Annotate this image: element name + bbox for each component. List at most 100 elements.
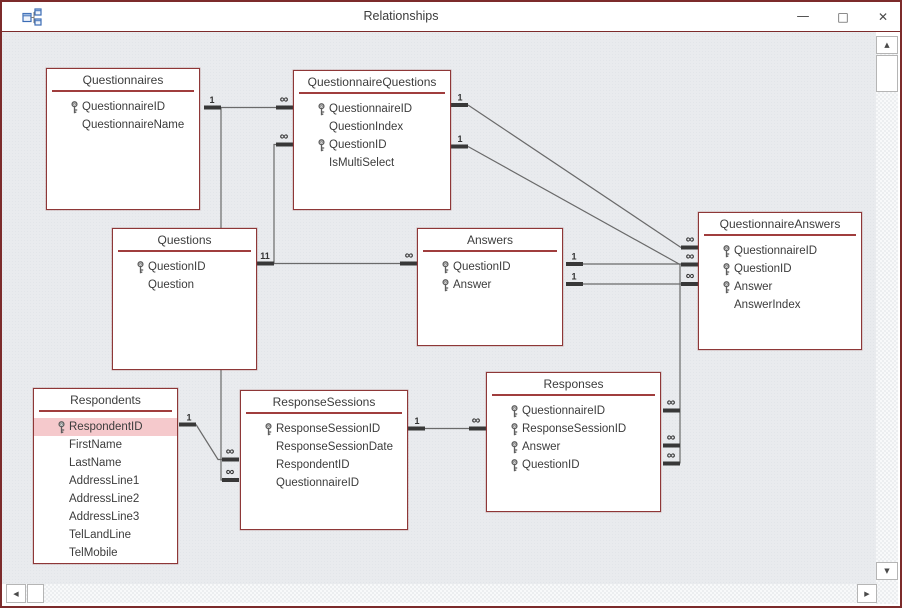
field-name: RespondentID bbox=[276, 459, 350, 471]
relationship-anchor-bar bbox=[681, 245, 698, 250]
horizontal-scroll-track[interactable] bbox=[44, 584, 857, 603]
field-row-questionid[interactable]: QuestionID bbox=[294, 136, 450, 154]
field-row-answer[interactable]: Answer bbox=[487, 438, 660, 456]
title-bar: Relationships — □ ✕ bbox=[2, 2, 900, 32]
field-name: AddressLine3 bbox=[69, 511, 140, 523]
relationship-line-questions-to-questionnairequestions[interactable] bbox=[257, 143, 276, 265]
field-row-answer[interactable]: Answer bbox=[418, 276, 562, 294]
cardinality-many-label: ∞ bbox=[686, 269, 695, 283]
table-title: ResponseSessions bbox=[272, 395, 376, 409]
field-name: AnswerIndex bbox=[734, 299, 801, 311]
primary-key-icon bbox=[722, 262, 730, 275]
scroll-left-button[interactable]: ◀ bbox=[6, 584, 26, 603]
table-title: QuestionnaireQuestions bbox=[307, 75, 437, 89]
field-row-questionnaireid[interactable]: QuestionnaireID bbox=[487, 402, 660, 420]
maximize-icon: □ bbox=[837, 9, 849, 24]
key-slot-empty bbox=[261, 458, 275, 472]
field-row-questionid[interactable]: QuestionID bbox=[699, 260, 861, 278]
primary-key-icon bbox=[264, 422, 272, 435]
cardinality-many-label: ∞ bbox=[280, 129, 289, 143]
field-name: AddressLine1 bbox=[69, 475, 140, 487]
vertical-scrollbar[interactable]: ▲ ▼ bbox=[876, 36, 898, 580]
field-row-questionnaireid[interactable]: QuestionnaireID bbox=[241, 474, 407, 492]
vertical-scroll-thumb[interactable] bbox=[876, 55, 898, 92]
field-row-addressline1[interactable]: AddressLine1 bbox=[34, 472, 177, 490]
field-name: FirstName bbox=[69, 439, 123, 451]
horizontal-scrollbar[interactable]: ◀ ▶ bbox=[6, 584, 877, 603]
field-row-responsesessionid[interactable]: ResponseSessionID bbox=[241, 420, 407, 438]
maximize-button[interactable]: □ bbox=[834, 8, 852, 26]
field-row-firstname[interactable]: FirstName bbox=[34, 436, 177, 454]
field-row-ismultiselect[interactable]: IsMultiSelect bbox=[294, 154, 450, 172]
cardinality-many-label: ∞ bbox=[280, 92, 289, 106]
field-row-questionnairename[interactable]: QuestionnaireName bbox=[47, 116, 199, 134]
field-name: Answer bbox=[522, 441, 561, 453]
field-row-respondentid[interactable]: RespondentID bbox=[34, 418, 177, 436]
field-row-questionnaireid[interactable]: QuestionnaireID bbox=[47, 98, 199, 116]
field-row-questionid[interactable]: QuestionID bbox=[487, 456, 660, 474]
primary-key-icon bbox=[317, 102, 325, 115]
field-row-question[interactable]: Question bbox=[113, 276, 256, 294]
field-row-questionindex[interactable]: QuestionIndex bbox=[294, 118, 450, 136]
key-slot-empty bbox=[54, 546, 68, 560]
field-name: QuestionnaireName bbox=[82, 119, 185, 131]
field-row-tellandline[interactable]: TelLandLine bbox=[34, 526, 177, 544]
scroll-down-button[interactable]: ▼ bbox=[876, 562, 898, 580]
field-name: ResponseSessionID bbox=[522, 423, 627, 435]
field-name: QuestionnaireID bbox=[522, 405, 606, 417]
table-title-separator bbox=[492, 394, 655, 396]
field-row-addressline2[interactable]: AddressLine2 bbox=[34, 490, 177, 508]
minimize-button[interactable]: — bbox=[794, 8, 812, 26]
table-title-separator bbox=[299, 92, 445, 94]
field-row-answer[interactable]: Answer bbox=[699, 278, 861, 296]
table-title-separator bbox=[246, 412, 402, 414]
primary-key-icon bbox=[510, 422, 518, 435]
relationship-line-questionnairequestions-to-questionnaireanswers-2[interactable] bbox=[467, 145, 681, 266]
primary-key-icon bbox=[719, 244, 733, 258]
cardinality-one-label: 1 bbox=[209, 95, 214, 105]
field-row-questionid[interactable]: QuestionID bbox=[113, 258, 256, 276]
key-slot-empty bbox=[54, 474, 68, 488]
cardinality-one-label: 1 bbox=[571, 252, 576, 262]
horizontal-scroll-thumb[interactable] bbox=[27, 584, 44, 603]
scroll-up-button[interactable]: ▲ bbox=[876, 36, 898, 54]
field-row-answerindex[interactable]: AnswerIndex bbox=[699, 296, 861, 314]
field-row-questionnaireid[interactable]: QuestionnaireID bbox=[294, 100, 450, 118]
primary-key-icon bbox=[722, 280, 730, 293]
cardinality-one-label: 1 bbox=[457, 134, 462, 144]
key-slot-empty bbox=[314, 120, 328, 134]
relationship-anchor-bar bbox=[663, 408, 680, 413]
field-name: RespondentID bbox=[69, 421, 143, 433]
field-row-responsesessiondate[interactable]: ResponseSessionDate bbox=[241, 438, 407, 456]
relationship-anchor-bar bbox=[222, 478, 239, 482]
primary-key-icon bbox=[261, 422, 275, 436]
primary-key-icon bbox=[510, 458, 518, 471]
close-button[interactable]: ✕ bbox=[874, 8, 892, 26]
scroll-right-button[interactable]: ▶ bbox=[857, 584, 877, 603]
cardinality-many-label: ∞ bbox=[667, 395, 676, 409]
field-name: IsMultiSelect bbox=[329, 157, 395, 169]
field-row-questionid[interactable]: QuestionID bbox=[418, 258, 562, 276]
primary-key-icon bbox=[507, 440, 521, 454]
field-name: QuestionID bbox=[522, 459, 580, 471]
field-row-responsesessionid[interactable]: ResponseSessionID bbox=[487, 420, 660, 438]
field-row-lastname[interactable]: LastName bbox=[34, 454, 177, 472]
field-name: TelMobile bbox=[69, 547, 118, 559]
field-row-questionnaireid[interactable]: QuestionnaireID bbox=[699, 242, 861, 260]
relationship-line-questionnairequestions-to-questionnaireanswers-1[interactable] bbox=[467, 104, 682, 248]
relationship-anchor-bar bbox=[469, 426, 486, 431]
field-row-addressline3[interactable]: AddressLine3 bbox=[34, 508, 177, 526]
field-row-respondentid[interactable]: RespondentID bbox=[241, 456, 407, 474]
field-name: QuestionID bbox=[734, 263, 792, 275]
field-row-telmobile[interactable]: TelMobile bbox=[34, 544, 177, 562]
relationship-anchor-bar bbox=[400, 261, 417, 266]
